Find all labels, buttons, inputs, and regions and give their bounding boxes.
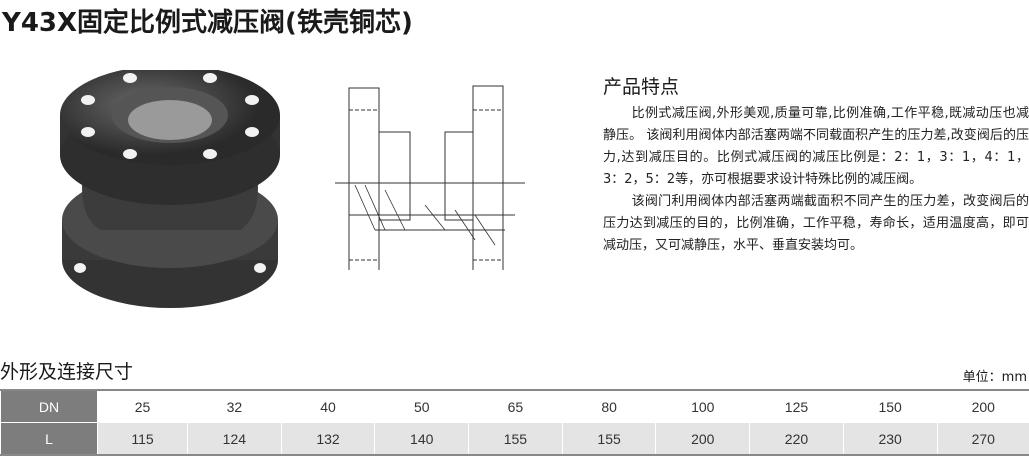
table-cell: 125 bbox=[750, 390, 844, 423]
table-cell: 155 bbox=[469, 423, 563, 456]
table-cell: 65 bbox=[469, 390, 563, 423]
row-header: DN bbox=[1, 390, 98, 423]
table-cell: 200 bbox=[937, 390, 1029, 423]
features-paragraph: 该阀门利用阀体内部活塞两端截面积不同产生的压力差，改变阀后的压力达到减压的目的，… bbox=[603, 191, 1029, 257]
table-row: DN 25 32 40 50 65 80 100 125 150 200 bbox=[1, 390, 1029, 423]
table-cell: 80 bbox=[562, 390, 656, 423]
table-cell: 150 bbox=[843, 390, 937, 423]
table-cell: 115 bbox=[98, 423, 188, 456]
features-heading: 产品特点 bbox=[603, 72, 1029, 99]
table-cell: 155 bbox=[562, 423, 656, 456]
table-cell: 100 bbox=[656, 390, 750, 423]
product-features: 产品特点 比例式减压阀,外形美观,质量可靠,比例准确,工作平稳,既减动压也减静压… bbox=[603, 72, 1029, 257]
table-cell: 140 bbox=[375, 423, 469, 456]
table-cell: 124 bbox=[188, 423, 282, 456]
valve-photo bbox=[30, 70, 315, 315]
table-cell: 270 bbox=[937, 423, 1029, 456]
table-cell: 230 bbox=[843, 423, 937, 456]
table-cell: 40 bbox=[281, 390, 375, 423]
unit-label: 单位：mm bbox=[963, 366, 1027, 385]
valve-section-drawing: L bbox=[335, 80, 525, 270]
page-title: Y43X固定比例式减压阀(铁壳铜芯) bbox=[2, 2, 413, 39]
table-cell: 25 bbox=[98, 390, 188, 423]
table-cell: 200 bbox=[656, 423, 750, 456]
row-header: L bbox=[1, 423, 98, 456]
table-cell: 132 bbox=[281, 423, 375, 456]
table-row: L 115 124 132 140 155 155 200 220 230 27… bbox=[1, 423, 1029, 456]
table-cell: 220 bbox=[750, 423, 844, 456]
features-paragraph: 比例式减压阀,外形美观,质量可靠,比例准确,工作平稳,既减动压也减静压。 该阀利… bbox=[603, 103, 1029, 191]
dimensions-heading: 外形及连接尺寸 bbox=[0, 357, 133, 384]
dimensions-table: DN 25 32 40 50 65 80 100 125 150 200 L 1… bbox=[0, 389, 1029, 456]
table-cell: 50 bbox=[375, 390, 469, 423]
table-cell: 32 bbox=[188, 390, 282, 423]
